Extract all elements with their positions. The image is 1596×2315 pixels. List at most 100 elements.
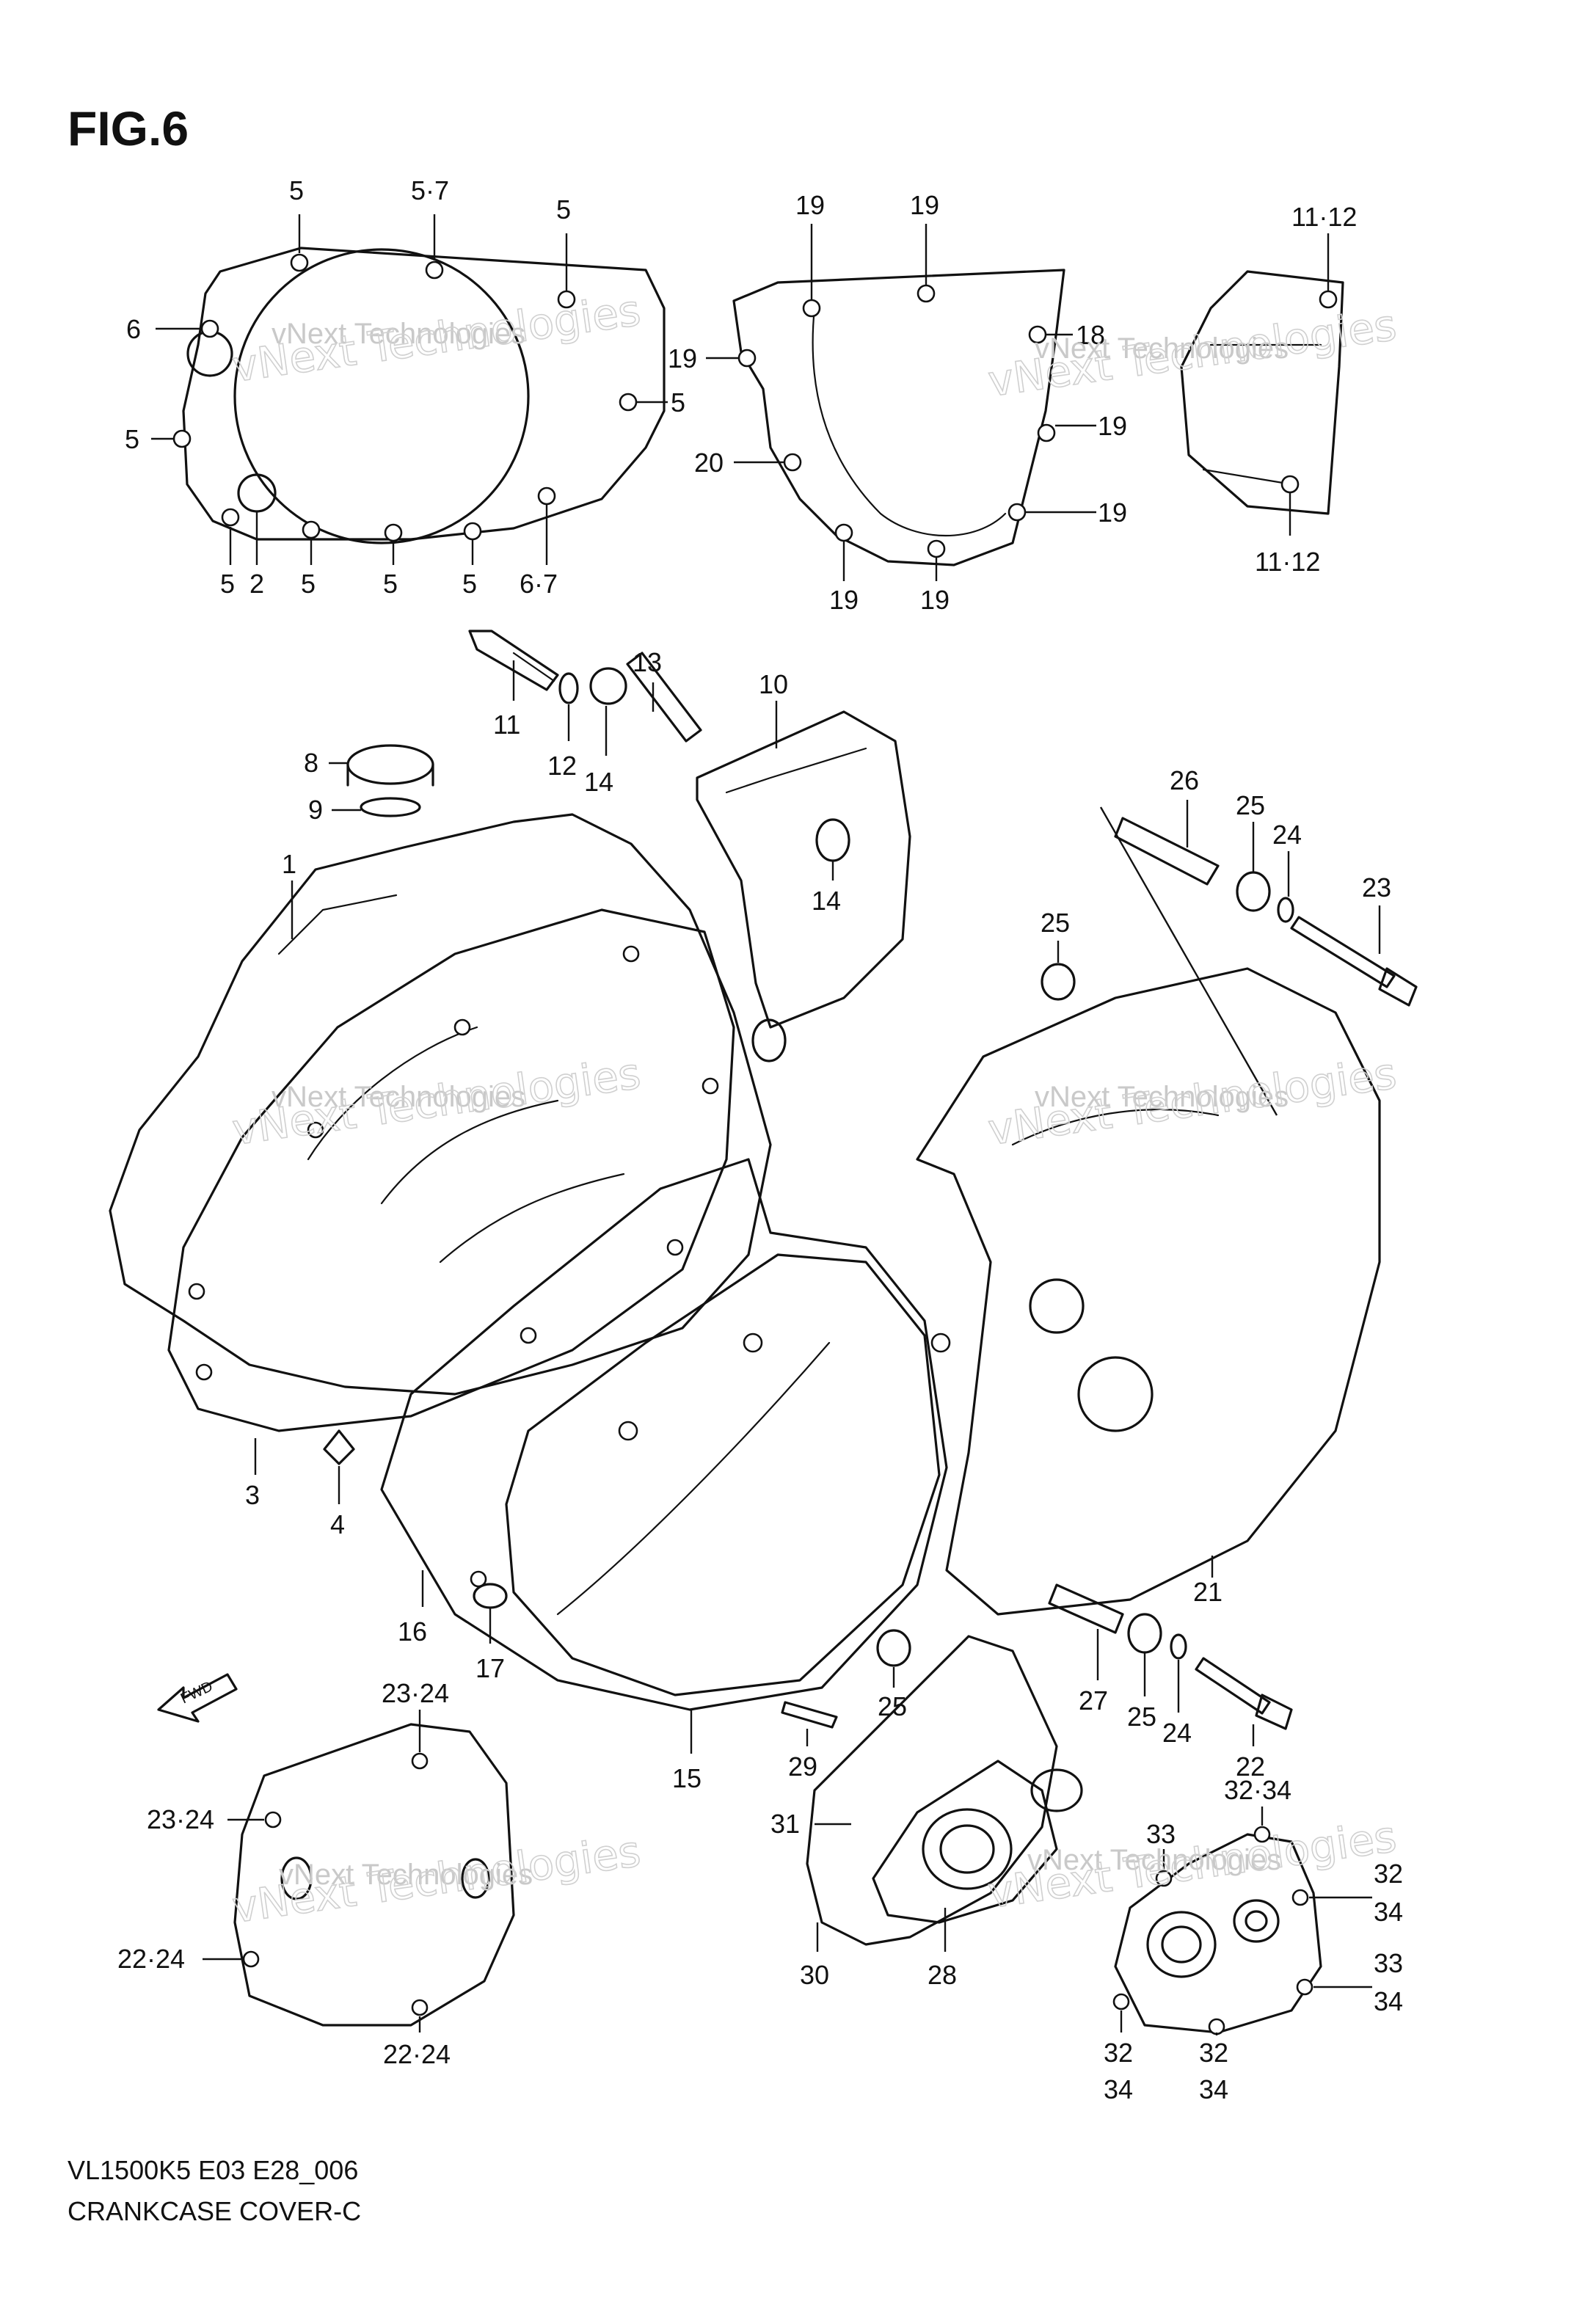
callout-25: 25	[1041, 908, 1070, 938]
callout-25: 25	[1236, 790, 1265, 820]
callout-19: 19	[920, 585, 950, 615]
callout-14: 14	[584, 767, 613, 797]
callout-group-right: 26 25 24 23 25 21 27 25 24 22 25	[878, 765, 1391, 1782]
watermark-text: vNext Technologies	[1027, 1844, 1281, 1876]
callout-group-pump-cover: 32·34 33 32 34 33 34 32 34 32 34	[1104, 1775, 1403, 2104]
callout-18: 18	[1076, 320, 1105, 350]
callout-29: 29	[788, 1751, 817, 1782]
callout-group-upper-fasteners: 11 12 14 13	[493, 647, 662, 797]
callout-group-crankcase: 1 3 4	[245, 849, 345, 1539]
callout-11-12: 11·12	[1291, 202, 1357, 232]
callout-34: 34	[1374, 1897, 1403, 1927]
watermark-text: vNext Technologies	[985, 1812, 1399, 1918]
callout-19: 19	[829, 585, 859, 615]
callout-group-small-gasket: 11·12 11·12	[1255, 202, 1357, 577]
watermark-text: vNext Technologies	[229, 1826, 643, 1933]
callout-6: 6	[126, 314, 141, 344]
callout-19: 19	[1098, 497, 1127, 528]
watermark-text: vNext Technologies	[272, 1081, 525, 1113]
fwd-arrow-icon: FWD	[157, 1673, 238, 1723]
callout-22-24: 22·24	[383, 2039, 451, 2069]
crankcase-cover-1	[109, 813, 772, 1396]
clutch-cover-gasket	[172, 247, 666, 544]
callout-5-7: 5·7	[411, 175, 449, 205]
callout-34: 34	[1199, 2074, 1228, 2104]
callout-19: 19	[910, 190, 939, 220]
callout-19: 19	[668, 343, 697, 373]
callout-14: 14	[812, 886, 841, 916]
pump-housing-assembly	[781, 1635, 1083, 1946]
callout-30: 30	[800, 1960, 829, 1990]
callout-19: 19	[795, 190, 825, 220]
callout-32: 32	[1104, 2038, 1133, 2068]
watermark-text: vNext Technologies	[272, 318, 525, 350]
right-cover-21	[916, 806, 1381, 1616]
callout-15: 15	[672, 1763, 702, 1793]
callout-25: 25	[878, 1691, 907, 1721]
callout-5: 5	[671, 387, 685, 418]
watermark-text: vNext Technologies	[1035, 1081, 1289, 1113]
pump-cover	[1112, 1826, 1322, 2035]
callout-11: 11	[493, 710, 520, 740]
watermark-text: vNext Technologies	[1035, 332, 1289, 365]
callout-17: 17	[475, 1653, 505, 1683]
callout-25: 25	[1127, 1702, 1156, 1732]
watermark-text: vNext Technologies	[985, 1049, 1399, 1155]
callout-23-24: 23·24	[382, 1678, 449, 1708]
gasket-16-and-cover-15	[380, 1158, 951, 1711]
callout-5: 5	[462, 569, 477, 599]
callout-31: 31	[770, 1809, 800, 1839]
callout-group-pump: 29 31 30 28	[770, 1729, 957, 1990]
callout-5: 5	[289, 175, 304, 205]
oil-filler-cap	[346, 744, 434, 817]
callout-21: 21	[1193, 1577, 1222, 1607]
callout-11-12: 11·12	[1255, 547, 1320, 577]
callout-23: 23	[1362, 872, 1391, 903]
watermark-text: vNext Technologies	[279, 1859, 533, 1891]
callout-24: 24	[1162, 1718, 1192, 1748]
callout-23-24: 23·24	[147, 1804, 214, 1834]
callout-20: 20	[694, 448, 724, 478]
callout-12: 12	[547, 751, 577, 781]
callout-3: 3	[245, 1480, 260, 1510]
callout-34: 34	[1374, 1986, 1403, 2016]
callout-22-24: 22·24	[117, 1944, 185, 1974]
watermark-text: vNext Technologies	[229, 1049, 643, 1155]
callout-32: 32	[1199, 2038, 1228, 2068]
callout-9: 9	[308, 795, 323, 825]
crankcase-gasket-3	[167, 908, 735, 1465]
callout-8: 8	[304, 748, 318, 778]
callout-22: 22	[1236, 1751, 1265, 1782]
callout-16: 16	[398, 1616, 427, 1647]
callout-group-gasket: 5 5·7 5 6 5 5 5 2 5 5 5 6·7	[125, 175, 685, 599]
bolt-11-assembly	[468, 630, 702, 743]
callout-group-middle-gasket: 19 19 18 19 19 20 19 19 19	[668, 190, 1127, 615]
callout-2: 2	[249, 569, 264, 599]
small-cover-gasket	[1180, 270, 1344, 515]
callout-19: 19	[1098, 411, 1127, 441]
callout-6-7: 6·7	[520, 569, 558, 599]
callout-group-cap: 8 9	[304, 748, 361, 825]
callout-5: 5	[383, 569, 398, 599]
figure-code: VL1500K5 E03 E28_006	[68, 2155, 358, 2185]
callout-5: 5	[125, 424, 139, 454]
figure-title: FIG.6	[68, 101, 189, 156]
callout-24: 24	[1272, 820, 1302, 850]
callout-32-34: 32·34	[1224, 1775, 1291, 1805]
bracket-10	[696, 710, 911, 1062]
callout-13: 13	[633, 647, 662, 677]
callout-4: 4	[330, 1509, 345, 1539]
callout-33: 33	[1374, 1948, 1403, 1978]
callout-group-bottom-left: 23·24 23·24 22·24 22·24	[117, 1678, 451, 2069]
callout-34: 34	[1104, 2074, 1133, 2104]
callout-1: 1	[282, 849, 296, 879]
callout-group-bracket: 10 14	[759, 669, 841, 916]
callout-28: 28	[928, 1960, 957, 1990]
callout-5: 5	[301, 569, 316, 599]
crankcase-cover-gasket-middle	[732, 269, 1065, 566]
callout-group-cover-15: 16 17 15	[398, 1570, 702, 1793]
callout-33: 33	[1146, 1819, 1176, 1849]
figure-name: CRANKCASE COVER-C	[68, 2196, 361, 2226]
